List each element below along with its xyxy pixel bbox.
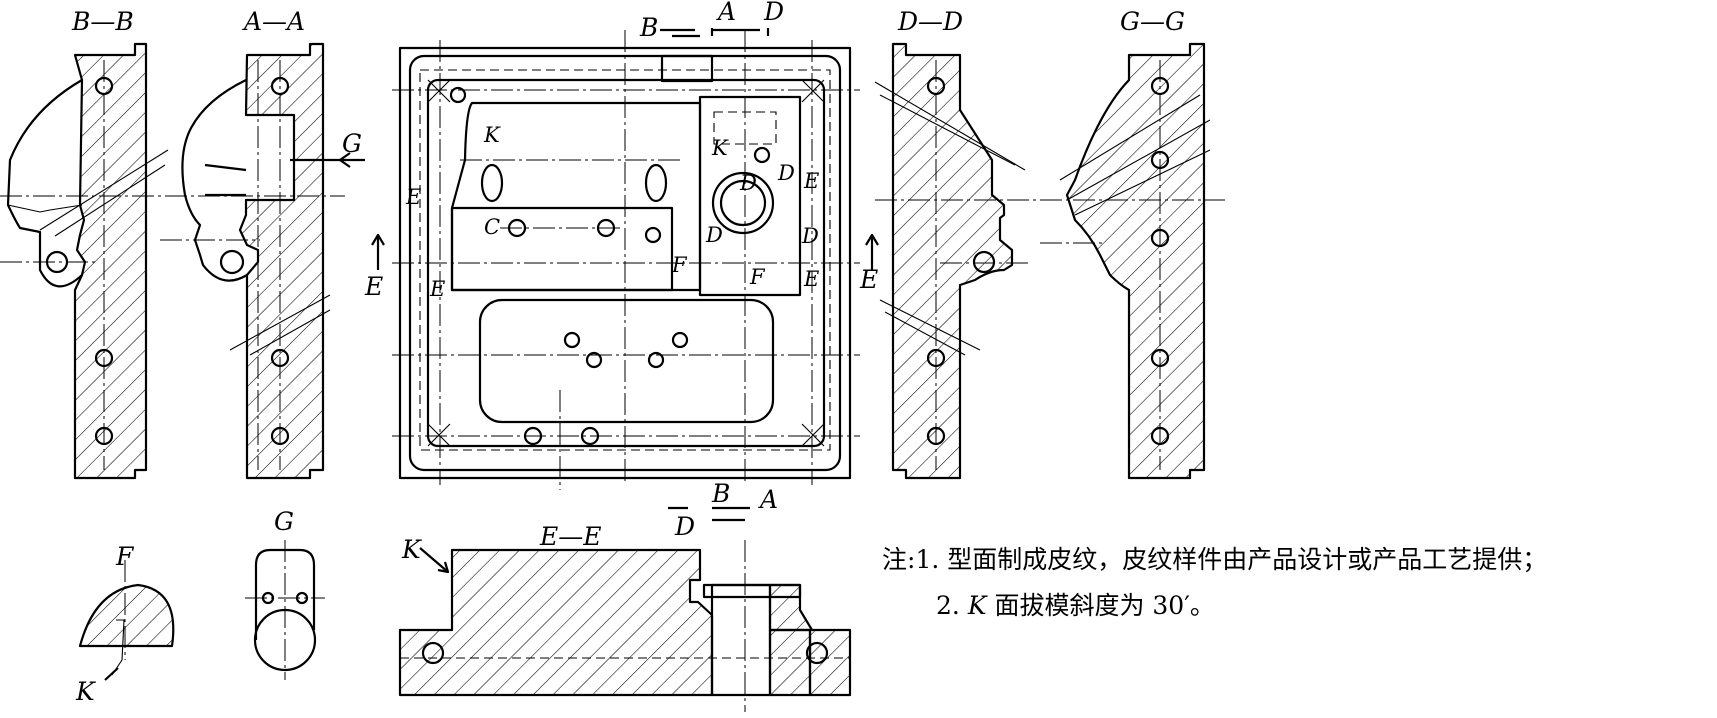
cut-label-a-top: A (716, 0, 736, 26)
note-line-1: 注:1. 型面制成皮纹，皮纹样件由产品设计或产品工艺提供； (882, 540, 1547, 576)
view-title-dd: D—D (897, 7, 963, 36)
mark-d: D (739, 171, 757, 195)
note-num-2: 2. (936, 591, 960, 620)
slot-hole (480, 163, 504, 203)
section-view-ee: E—E K (398, 522, 852, 712)
mark-d: D (801, 224, 819, 248)
cut-label-e-left: E (364, 272, 383, 301)
mark-e: E (405, 185, 421, 209)
mark-k: K (711, 136, 729, 160)
mark-d: D (705, 223, 723, 247)
bolt-hole (647, 351, 665, 369)
mark-e: E (803, 169, 819, 193)
view-title-f: F (115, 542, 135, 571)
cut-label-b-top: B (639, 13, 658, 42)
note-line-2: 2. K 面拔模斜度为 30′。 (936, 586, 1215, 622)
mark-d: D (777, 161, 795, 185)
section-view-aa: A—A G (160, 7, 365, 480)
note-text-2: 面拔模斜度为 30′。 (986, 591, 1215, 620)
cut-label-b-bottom: B (711, 479, 730, 508)
mark-e: E (803, 267, 819, 291)
bolt-hole (219, 249, 245, 275)
slot-hole (644, 163, 668, 203)
section-view-bb: B—B (0, 7, 169, 480)
view-title-aa: A—A (242, 7, 305, 36)
bolt-hole (585, 351, 603, 369)
mark-k: K (483, 123, 501, 147)
bolt-hole (671, 331, 689, 349)
detail-view-f: F K (75, 542, 175, 706)
bolt-hole (421, 641, 445, 665)
view-title-bb: B—B (71, 7, 134, 36)
bolt-hole (563, 331, 581, 349)
mark-f: F (671, 253, 688, 277)
cut-label-d-bottom: D (674, 512, 695, 541)
mark-c: C (484, 215, 500, 239)
section-view-gg: G—G (1040, 7, 1225, 480)
note-prefix: 注: (882, 545, 916, 574)
cut-label-a-bottom: A (758, 485, 778, 514)
main-plan-view: B A D B A D E E E E E E K K C F F D D D … (364, 0, 879, 541)
bolt-hole (972, 250, 996, 274)
view-title-gg: G—G (1120, 7, 1185, 36)
bolt-hole (753, 146, 771, 164)
note-text-1: 1. 型面制成皮纹，皮纹样件由产品设计或产品工艺提供； (915, 545, 1548, 574)
mark-k: K (401, 535, 422, 564)
cut-label-d-top: D (763, 0, 784, 26)
mark-f: F (749, 265, 766, 289)
mark-k: K (75, 677, 96, 706)
detail-view-g: G (245, 507, 325, 680)
bolt-hole (644, 226, 662, 244)
bearing-bore-inner (719, 179, 767, 227)
note-k-label: K (967, 591, 987, 620)
cut-label-e-right: E (859, 265, 878, 294)
bearing-bore (711, 171, 775, 235)
view-title-g: G (274, 507, 294, 536)
bolt-hole (449, 86, 467, 104)
section-view-dd: D—D (874, 7, 1040, 480)
cut-mark-g: G (342, 129, 362, 158)
bolt-hole (805, 641, 829, 665)
mark-e: E (429, 277, 445, 301)
view-title-ee: E—E (539, 522, 602, 551)
